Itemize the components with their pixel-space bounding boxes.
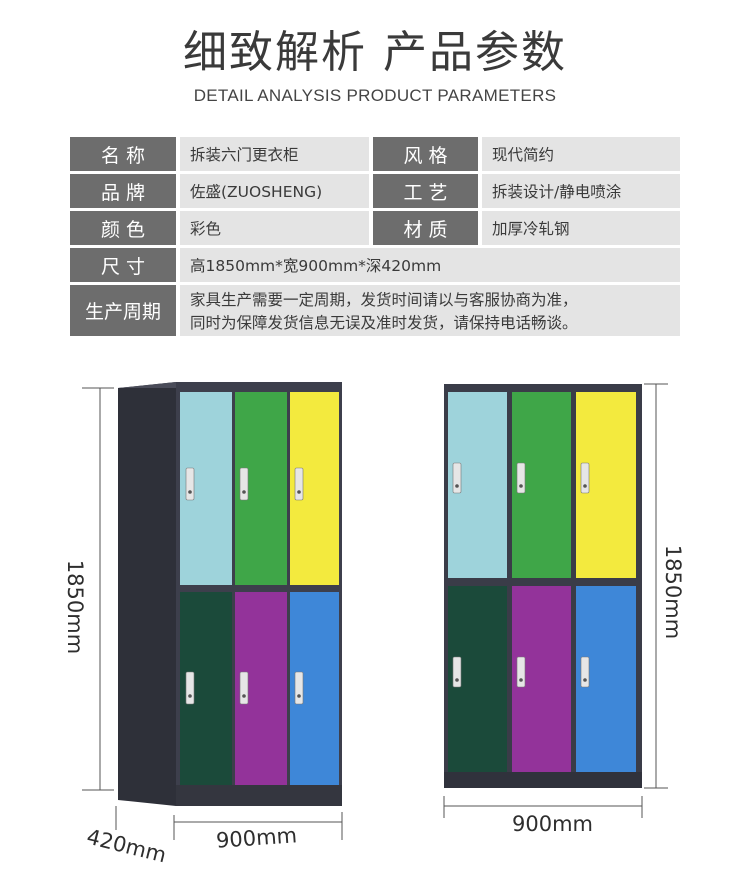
param-row-name-style: 名 称 拆装六门更衣柜 风 格 现代简约	[70, 137, 680, 171]
cycle-line-2: 同时为保障发货信息无误及准时发货，请保持电话畅谈。	[190, 314, 578, 332]
left-cabinet-side	[118, 382, 176, 806]
lock-handle-icon	[452, 656, 462, 688]
brand-label: 品 牌	[70, 174, 176, 208]
lock-handle-icon	[580, 462, 590, 494]
cycle-value: 家具生产需要一定周期，发货时间请以与客服协商为准， 同时为保障发货信息无误及准时…	[180, 285, 680, 336]
page-subtitle: DETAIL ANALYSIS PRODUCT PARAMETERS	[193, 86, 557, 105]
lock-handle-icon	[516, 462, 526, 494]
name-value: 拆装六门更衣柜	[180, 137, 369, 171]
left-cabinet	[118, 382, 342, 806]
style-value: 现代简约	[482, 137, 680, 171]
right-dimension-lines	[443, 383, 668, 818]
material-label: 材 质	[373, 211, 478, 245]
right-cabinet-base	[444, 772, 642, 788]
right-cabinet	[444, 384, 642, 788]
size-label: 尺 寸	[70, 248, 176, 282]
color-value: 彩色	[180, 211, 369, 245]
craft-value: 拆装设计/静电喷涂	[482, 174, 680, 208]
left-dimension-lines	[82, 387, 343, 840]
height-dimension-left: 1850mm	[63, 559, 87, 655]
cycle-line-1: 家具生产需要一定周期，发货时间请以与客服协商为准，	[190, 291, 578, 309]
lock-handle-icon	[294, 671, 304, 705]
lock-handle-icon	[185, 671, 195, 705]
height-dimension-right: 1850mm	[661, 544, 685, 640]
size-value: 高1850mm*宽900mm*深420mm	[180, 248, 680, 282]
style-label: 风 格	[373, 137, 478, 171]
param-row-brand-craft: 品 牌 佐盛(ZUOSHENG) 工 艺 拆装设计/静电喷涂	[70, 174, 680, 208]
lock-handle-icon	[239, 671, 249, 705]
cycle-label: 生产周期	[70, 285, 176, 336]
lock-handle-icon	[580, 656, 590, 688]
craft-label: 工 艺	[373, 174, 478, 208]
left-cabinet-base	[176, 785, 342, 806]
name-label: 名 称	[70, 137, 176, 171]
brand-value: 佐盛(ZUOSHENG)	[180, 174, 369, 208]
param-row-color-material: 颜 色 彩色 材 质 加厚冷轧钢	[70, 211, 680, 245]
lock-handle-icon	[185, 467, 195, 501]
material-value: 加厚冷轧钢	[482, 211, 680, 245]
color-label: 颜 色	[70, 211, 176, 245]
param-row-cycle: 生产周期 家具生产需要一定周期，发货时间请以与客服协商为准， 同时为保障发货信息…	[70, 285, 680, 336]
param-row-size: 尺 寸 高1850mm*宽900mm*深420mm	[70, 248, 680, 282]
lock-handle-icon	[239, 467, 249, 501]
lock-handle-icon	[294, 467, 304, 501]
width-dimension-right: 900mm	[512, 812, 593, 836]
lock-handle-icon	[452, 462, 462, 494]
lock-handle-icon	[516, 656, 526, 688]
page-title: 细致解析 产品参数	[183, 27, 567, 78]
